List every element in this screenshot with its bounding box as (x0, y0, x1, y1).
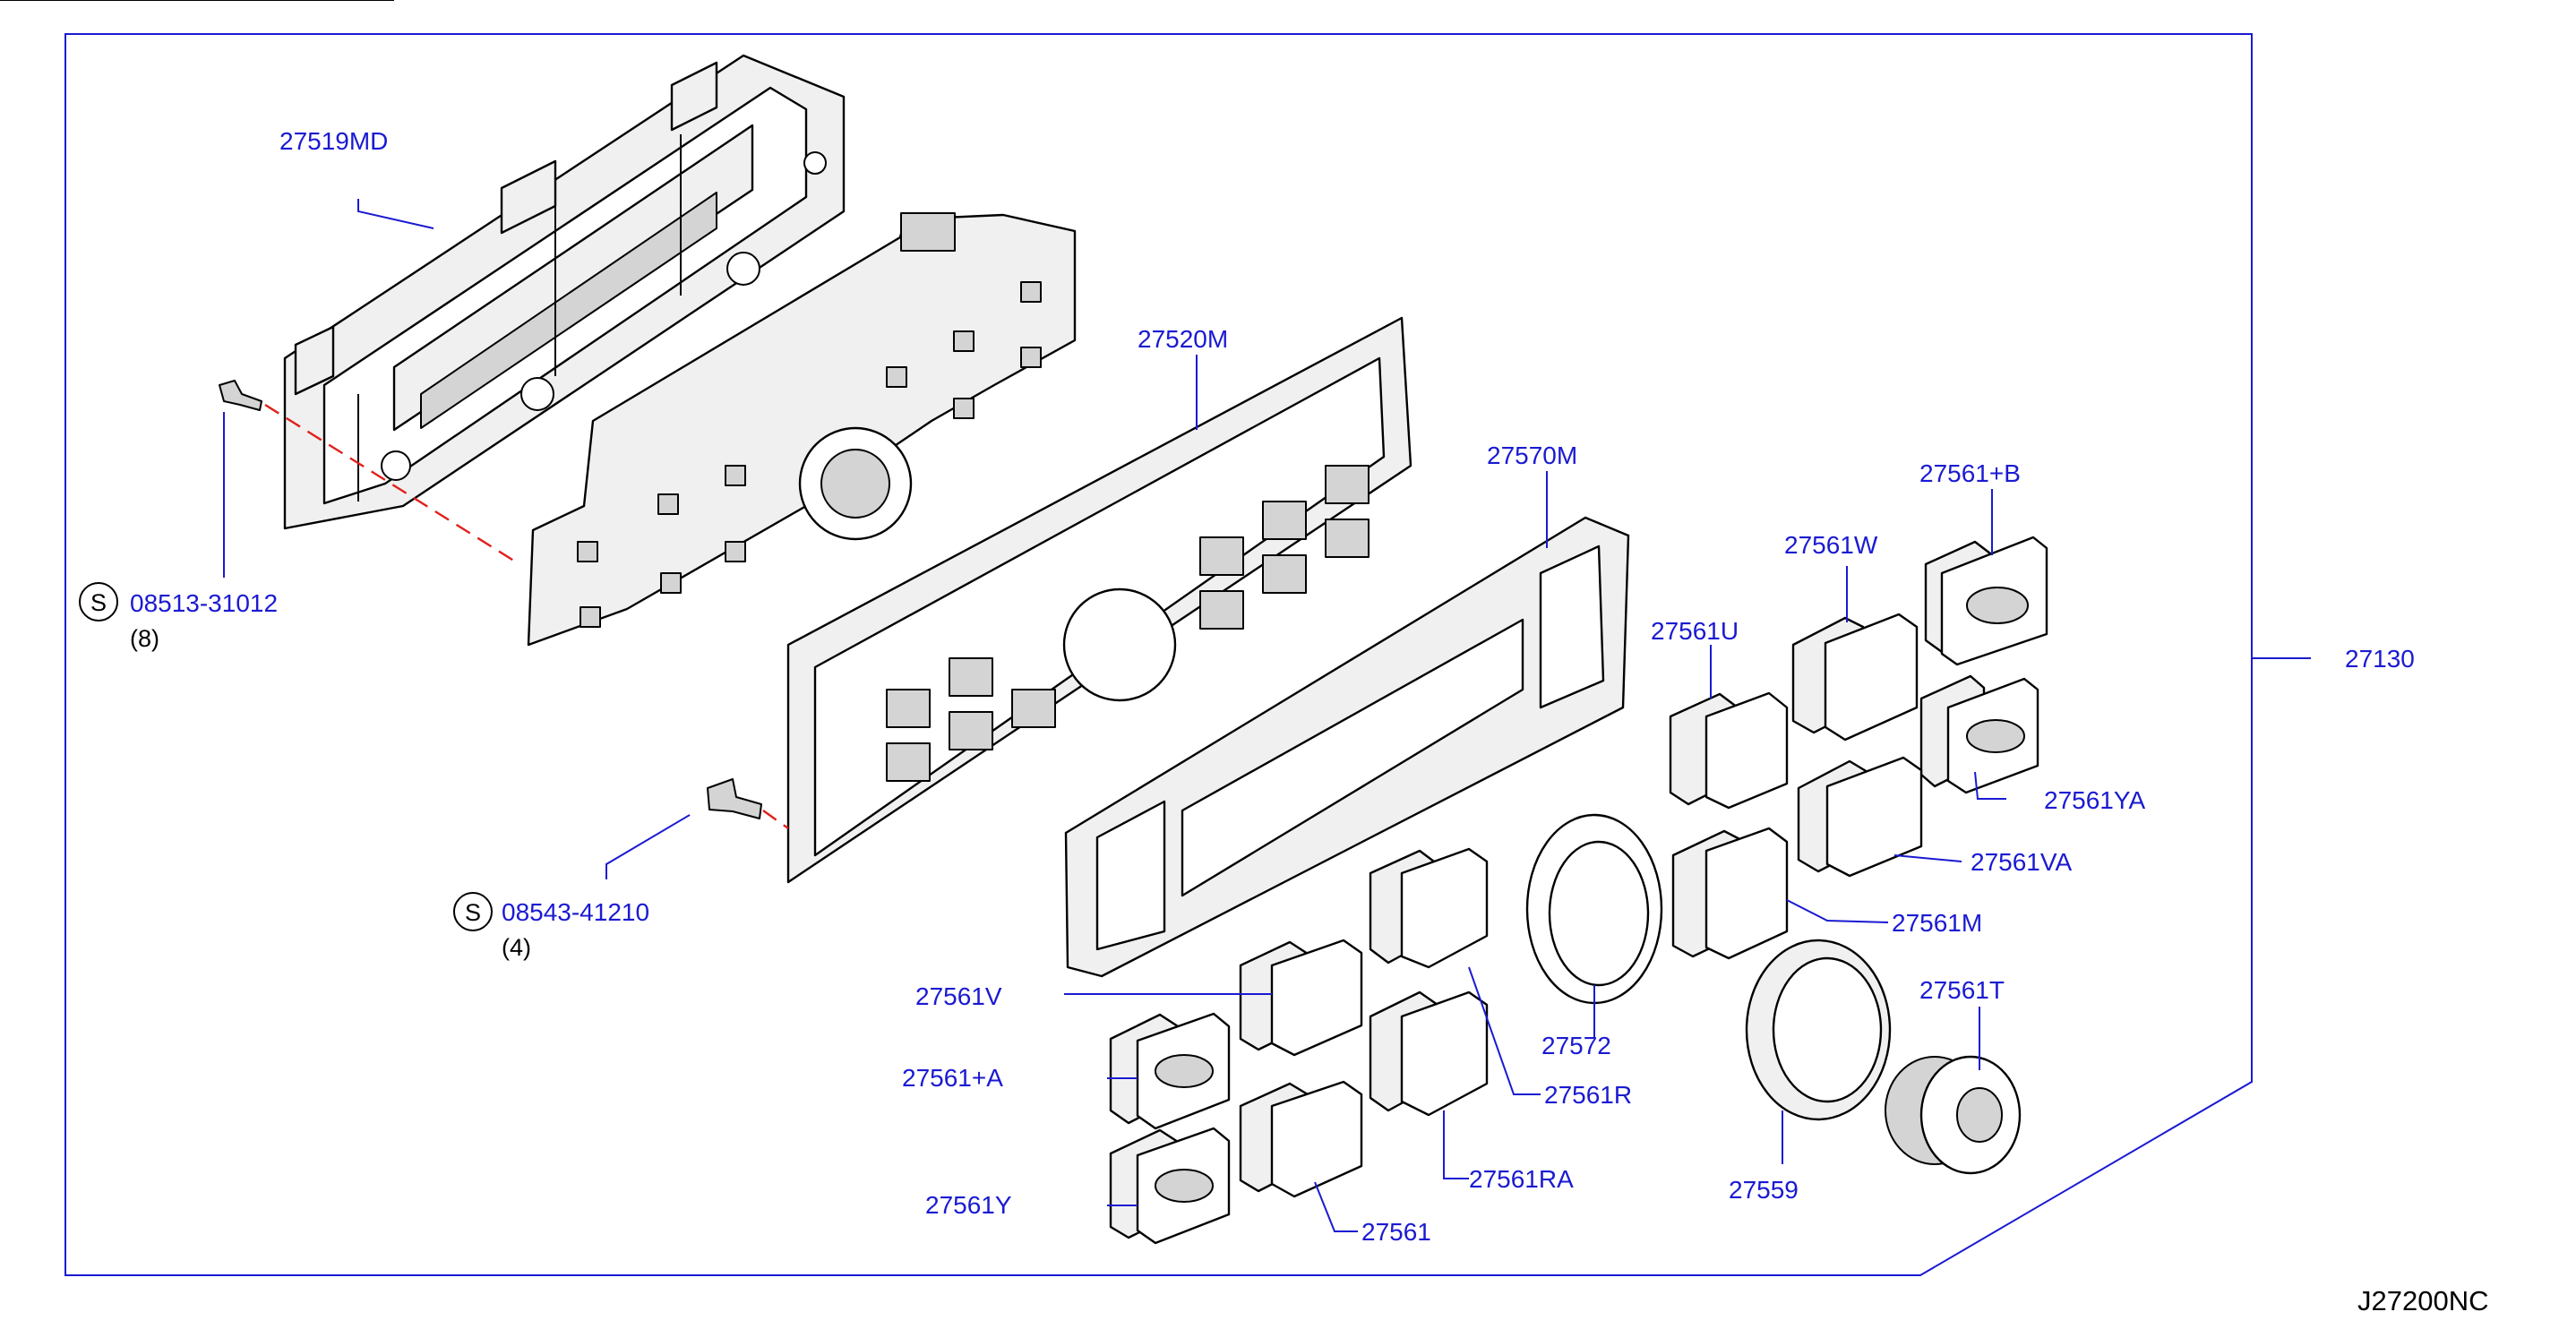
screw-2-part: 08543-41210 (502, 898, 649, 926)
alignment-line-2 (762, 810, 789, 829)
label-27561t: 27561T (1919, 976, 2005, 1004)
screw-1-qty: (8) (130, 625, 159, 652)
diagram-id: J27200NC (2357, 1285, 2488, 1316)
label-27572: 27572 (1541, 1032, 1611, 1059)
label-27561m: 27561M (1892, 909, 1982, 937)
switch-drawings (1109, 536, 2048, 1245)
leader-lines (223, 199, 2311, 1232)
label-27519md: 27519MD (279, 127, 388, 155)
screw-callout-2: S 08543-41210 (4) (453, 892, 649, 961)
circuit-board-drawing (527, 212, 1077, 647)
label-27561w: 27561W (1784, 531, 1878, 559)
screw-2-qty: (4) (502, 934, 531, 961)
label-27561y: 27561Y (925, 1191, 1012, 1219)
part-labels: 27519MD 27520M 27570M 27561+B 27561W 275… (279, 127, 2415, 1246)
label-27561va: 27561VA (1971, 848, 2072, 876)
screw-1-symbol: S (90, 589, 107, 616)
screw-callout-1: S 08513-31012 (8) (79, 582, 278, 652)
screw-2-symbol: S (465, 899, 481, 926)
label-27559: 27559 (1729, 1176, 1799, 1204)
screw-08513-drawing (219, 380, 262, 411)
label-27561a: 27561+A (902, 1064, 1003, 1092)
bezel-27520m-drawing (786, 316, 1413, 884)
screw-08543-drawing (707, 778, 762, 819)
screw-1-part: 08513-31012 (130, 589, 278, 617)
label-27561v: 27561V (915, 982, 1002, 1010)
label-27561: 27561 (1361, 1218, 1431, 1246)
label-27570m: 27570M (1487, 442, 1577, 469)
label-27561u: 27561U (1651, 617, 1739, 645)
label-27561b: 27561+B (1919, 459, 2021, 487)
label-27561ra: 27561RA (1469, 1165, 1574, 1193)
frame-27570m-drawing (1064, 516, 1630, 978)
label-27520m: 27520M (1138, 325, 1228, 353)
label-27561r: 27561R (1544, 1081, 1632, 1109)
label-27561ya: 27561YA (2044, 786, 2145, 814)
label-27130: 27130 (2345, 645, 2415, 673)
housing-27519md-drawing (0, 0, 846, 530)
assembly-frame (64, 33, 2253, 1276)
